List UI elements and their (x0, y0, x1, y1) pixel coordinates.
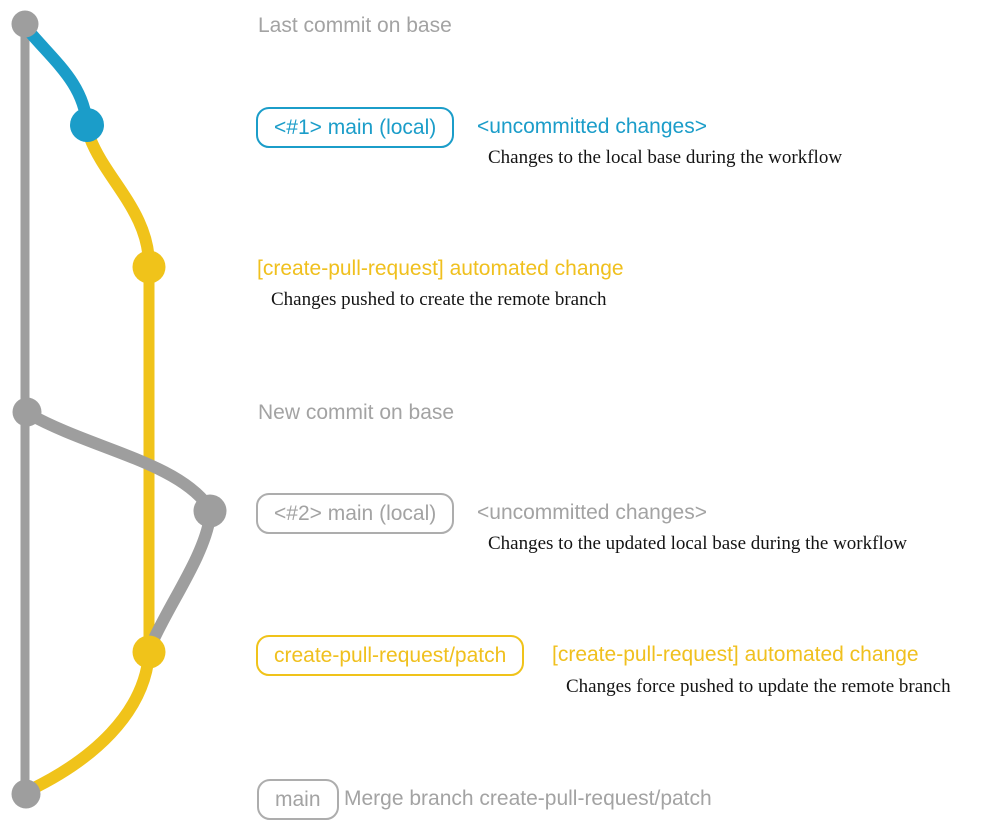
automated-change-desc-1: Changes pushed to create the remote bran… (271, 289, 607, 310)
update-base-curve (23, 408, 214, 512)
commit-dot-last-base (11, 10, 39, 38)
uncommitted-changes-label-1: <uncommitted changes> (477, 115, 707, 138)
commit-dot-automated-change (132, 250, 166, 284)
commit-dot-new-base (12, 397, 42, 427)
commit-dot-merge (11, 779, 41, 809)
last-commit-heading: Last commit on base (258, 14, 452, 37)
branch-badge-main-local-1: <#1> main (local) (256, 107, 455, 148)
automated-change-heading-1: [create-pull-request] automated change (257, 257, 624, 280)
uncommitted-changes-desc-2: Changes to the updated local base during… (488, 533, 907, 554)
force-push-curve (146, 511, 216, 649)
commit-dot-uncommitted-2 (193, 494, 227, 528)
branch-badge-patch: create-pull-request/patch (256, 635, 525, 676)
create-branch-curve (84, 132, 156, 273)
branch-badge-main-local-2: <#2> main (local) (256, 493, 455, 534)
automated-change-desc-2: Changes force pushed to update the remot… (566, 676, 951, 697)
automated-change-heading-2: [create-pull-request] automated change (552, 643, 919, 666)
branch-badge-main: main (257, 779, 339, 820)
commit-dot-uncommitted-1 (70, 108, 104, 142)
commit-dot-force-push (132, 635, 166, 669)
new-commit-heading: New commit on base (258, 401, 455, 424)
merge-commit-label: Merge branch create-pull-request/patch (344, 787, 712, 810)
uncommitted-changes-label-2: <uncommitted changes> (477, 501, 707, 524)
merge-curve (24, 648, 155, 796)
branch-graph (11, 10, 227, 809)
uncommitted-changes-desc-1: Changes to the local base during the wor… (488, 147, 843, 168)
